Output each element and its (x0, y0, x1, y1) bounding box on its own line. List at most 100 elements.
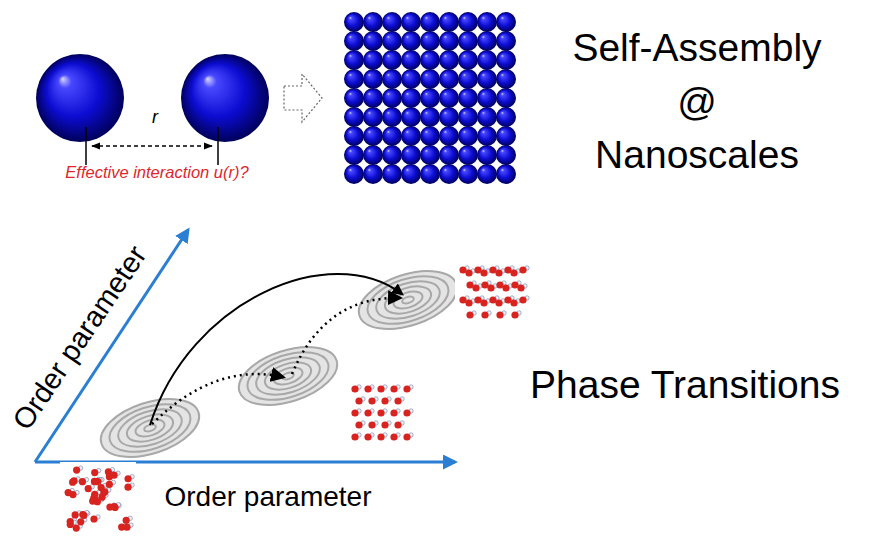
oxygen-atom (403, 433, 410, 440)
lattice-sphere (382, 31, 402, 51)
lattice-sphere (363, 145, 383, 165)
contour (252, 350, 325, 402)
oxygen-atom (496, 311, 503, 318)
oxygen-atom (118, 523, 125, 530)
oxygen-atom (364, 433, 371, 440)
lattice-sphere (344, 31, 364, 51)
molecule-snapshot (455, 262, 529, 320)
lattice-sphere (477, 69, 497, 89)
lattice-sphere (382, 164, 402, 184)
oxygen-atom (92, 478, 99, 485)
oxygen-atom (80, 512, 87, 519)
lattice-sphere (496, 107, 516, 127)
lattice-sphere (401, 31, 421, 51)
lattice-sphere (439, 12, 459, 32)
oxygen-atom (465, 269, 472, 276)
lattice-sphere (363, 164, 383, 184)
lattice-sphere (382, 145, 402, 165)
lattice-sphere (420, 145, 440, 165)
lattice-sphere (420, 69, 440, 89)
lattice-sphere (344, 12, 364, 32)
contour (104, 395, 197, 461)
oxygen-atom (394, 421, 401, 428)
lattice-sphere (477, 126, 497, 146)
oxygen-atom (124, 484, 131, 491)
oxygen-atom (487, 284, 494, 291)
lattice-sphere (363, 12, 383, 32)
oxygen-atom (495, 269, 502, 276)
oxygen-atom (480, 299, 487, 306)
contour (94, 388, 207, 468)
lattice-sphere (382, 12, 402, 32)
oxygen-atom (355, 397, 362, 404)
oxygen-atom (70, 477, 77, 484)
oxygen-atom (377, 433, 384, 440)
oxygen-atom (91, 491, 98, 498)
contour (352, 260, 465, 340)
lattice-sphere (420, 50, 440, 70)
section-heading: Phase Transitions (530, 363, 840, 408)
contour (242, 343, 335, 409)
lattice-sphere (458, 69, 478, 89)
lattice-sphere (477, 12, 497, 32)
tick (85, 127, 87, 165)
lattice-sphere (344, 107, 364, 127)
contour (114, 402, 187, 454)
molecular-snapshots (60, 262, 529, 534)
distance-arrow (92, 145, 212, 147)
contour (232, 336, 345, 416)
lattice-sphere (401, 69, 421, 89)
lattice-sphere (363, 126, 383, 146)
oxygen-atom (495, 299, 502, 306)
lattice-sphere (496, 88, 516, 108)
contour (391, 288, 424, 312)
oxygen-atom (79, 511, 86, 518)
oxygen-atom (368, 421, 375, 428)
oxygen-atom (368, 397, 375, 404)
oxygen-atom (106, 481, 113, 488)
oxygen-atom (480, 269, 487, 276)
lattice-sphere (401, 88, 421, 108)
lattice-sphere (344, 145, 364, 165)
lattice-sphere (363, 69, 383, 89)
lattice-sphere (401, 164, 421, 184)
lattice-sphere (439, 126, 459, 146)
oxygen-atom (110, 472, 117, 479)
question-label: Effective interaction u(r)? (65, 163, 248, 182)
sphere-lattice (344, 12, 516, 184)
oxygen-atom (390, 433, 397, 440)
lattice-sphere (496, 50, 516, 70)
oxygen-atom (91, 469, 98, 476)
lattice-sphere (439, 88, 459, 108)
snapshot-ground (60, 462, 136, 534)
lattice-sphere (496, 31, 516, 51)
lattice-sphere (458, 50, 478, 70)
oxygen-atom (101, 488, 108, 495)
oxygen-atom (390, 385, 397, 392)
heading-line: Nanoscales (595, 133, 799, 178)
oxygen-atom (377, 385, 384, 392)
lattice-sphere (496, 164, 516, 184)
contour (261, 357, 314, 395)
lattice-sphere (477, 88, 497, 108)
oxygen-atom (472, 284, 479, 291)
oxygen-atom (351, 433, 358, 440)
oxygen-atom (502, 284, 509, 291)
contour (123, 409, 176, 447)
oxygen-atom (381, 421, 388, 428)
axis-label: Order parameter (165, 481, 372, 513)
lattice-sphere (439, 107, 459, 127)
molecule-snapshot (60, 462, 136, 534)
transition-arrow (292, 298, 400, 374)
oxygen-atom (111, 503, 118, 510)
lattice-sphere (458, 12, 478, 32)
lattice-sphere (401, 50, 421, 70)
contour (362, 267, 455, 333)
free-energy-basins (94, 260, 465, 468)
oxygen-atom (364, 409, 371, 416)
oxygen-atom (90, 515, 97, 522)
oxygen-atom (111, 504, 118, 511)
oxygen-atom (381, 397, 388, 404)
lattice-sphere (496, 69, 516, 89)
